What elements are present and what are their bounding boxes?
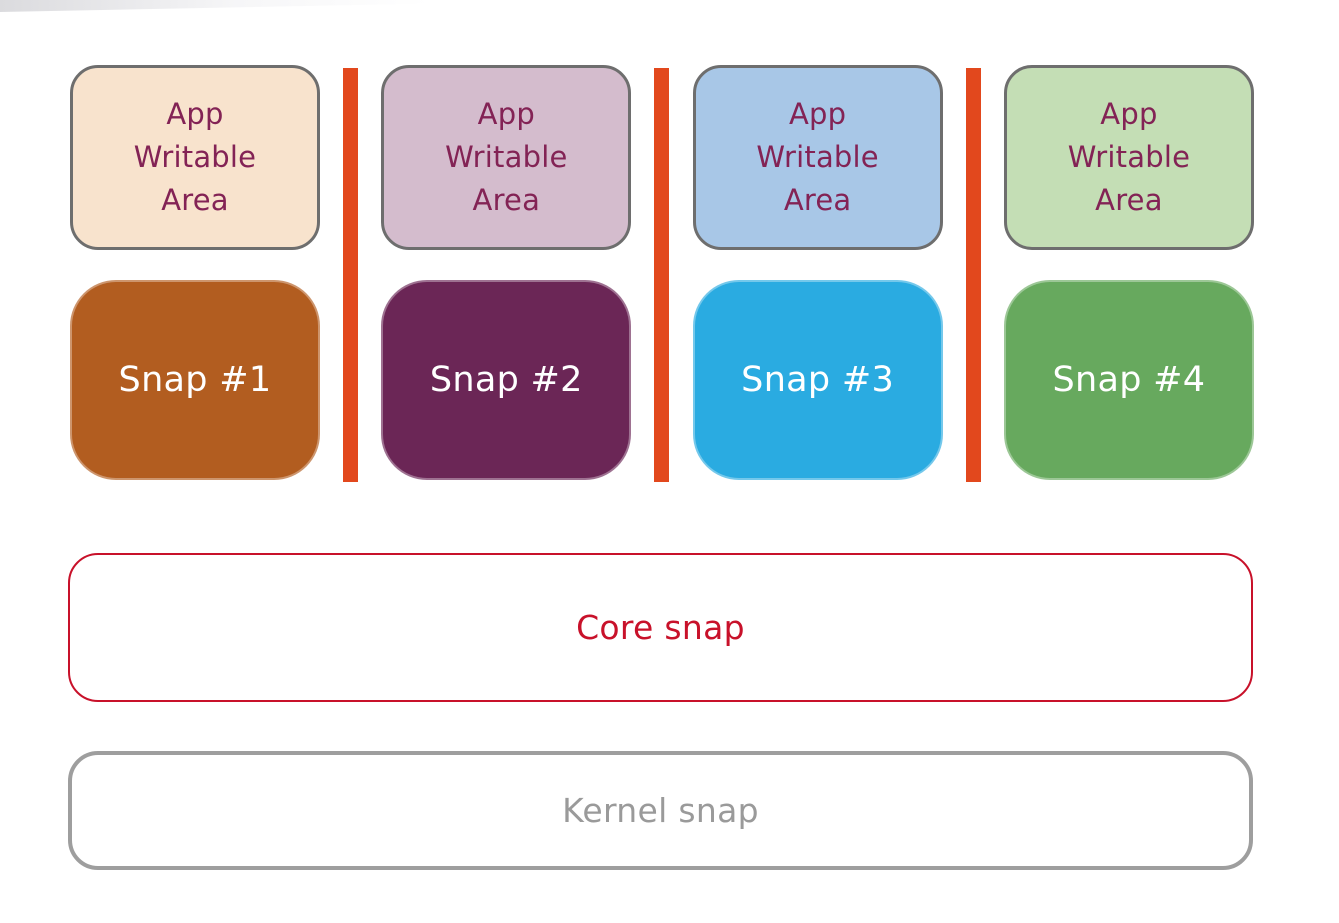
kernel-snap-label: Kernel snap xyxy=(562,791,759,830)
app-label-line: App xyxy=(166,97,224,131)
app-writable-area-label: App Writable Area xyxy=(1068,93,1190,222)
app-writable-area-label: App Writable Area xyxy=(756,93,878,222)
app-label-line: Area xyxy=(1095,183,1163,217)
app-label-line: Area xyxy=(472,183,541,217)
app-writable-area-box-4: App Writable Area xyxy=(1003,65,1254,250)
column-divider-bar xyxy=(965,68,981,482)
app-label-line: Area xyxy=(783,183,852,217)
core-snap-label: Core snap xyxy=(576,608,745,647)
app-writable-area-label: App Writable Area xyxy=(134,93,256,222)
kernel-snap-box: Kernel snap xyxy=(68,751,1253,870)
core-snap-box: Core snap xyxy=(68,553,1253,702)
app-writable-area-label: App Writable Area xyxy=(445,93,567,222)
column-divider-bar xyxy=(654,68,670,482)
snap-column-4: App Writable Area Snap #4 xyxy=(1003,65,1254,482)
snap-columns-row: App Writable Area Snap #1 App Writable A… xyxy=(70,65,1254,482)
snap-label: Snap #1 xyxy=(118,360,272,400)
app-writable-area-box-1: App Writable Area xyxy=(70,65,320,250)
app-label-line: App xyxy=(788,97,847,131)
snap-label: Snap #2 xyxy=(429,360,583,400)
page-edge-artifact xyxy=(0,0,430,12)
snap-column-2: App Writable Area Snap #2 xyxy=(381,65,632,482)
app-label-line: Writable xyxy=(1067,140,1191,174)
app-label-line: Writable xyxy=(756,140,879,174)
snap-box-2: Snap #2 xyxy=(381,280,632,480)
app-writable-area-box-2: App Writable Area xyxy=(381,65,632,250)
app-writable-area-box-3: App Writable Area xyxy=(692,65,943,250)
column-divider-bar xyxy=(343,68,359,482)
snap-column-3: App Writable Area Snap #3 xyxy=(692,65,943,482)
app-label-line: App xyxy=(1100,97,1158,131)
snap-label: Snap #3 xyxy=(741,360,895,400)
snap-label: Snap #4 xyxy=(1052,360,1206,400)
app-label-line: Writable xyxy=(445,140,568,174)
snap-box-4: Snap #4 xyxy=(1003,280,1254,480)
app-label-line: Area xyxy=(161,183,229,217)
app-label-line: App xyxy=(477,97,535,131)
snap-column-1: App Writable Area Snap #1 xyxy=(70,65,320,482)
snap-box-3: Snap #3 xyxy=(692,280,943,480)
snap-box-1: Snap #1 xyxy=(70,280,320,480)
app-label-line: Writable xyxy=(133,140,257,174)
